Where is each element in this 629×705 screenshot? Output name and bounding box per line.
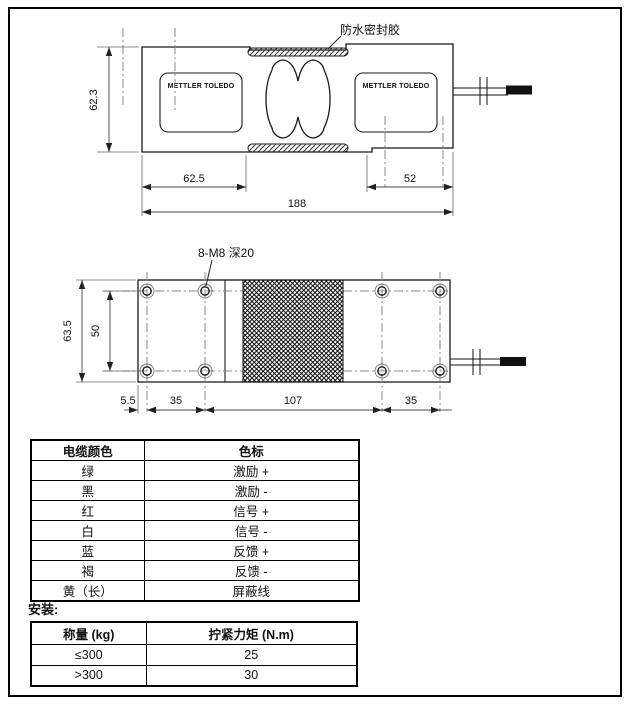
dim-top-pitch-right: 35: [405, 395, 417, 407]
holes-leader-line: [205, 259, 213, 287]
dim-top-height: 63.5: [62, 320, 74, 341]
table-cell: ≤300: [30, 643, 147, 666]
bolt-hole: [432, 363, 448, 379]
side-dimensions: [97, 35, 454, 216]
bolt-hole: [197, 363, 213, 379]
install-section-title: 安装:: [28, 602, 59, 617]
dim-top-holerows: 50: [90, 325, 102, 337]
cable-color-table: 电缆颜色 色标 绿 激励 + 黑 激励 - 红 信号 + 白 信号 - 蓝 反馈…: [30, 439, 360, 602]
cable-tip: [506, 85, 532, 95]
capacity-header: 称量 (kg): [30, 621, 147, 645]
cable-tip: [500, 357, 526, 366]
table-cell: 蓝: [30, 540, 145, 561]
binocular-cutout: [265, 59, 331, 139]
table-cell: 信号 +: [143, 500, 360, 521]
table-row: 白 信号 -: [30, 520, 360, 541]
color-code-header: 色标: [143, 439, 360, 461]
table-cell: 信号 -: [143, 520, 360, 541]
dim-top-edge: 5.5: [120, 395, 135, 407]
table-cell: 屏蔽线: [143, 580, 360, 602]
dim-side-right: 52: [404, 173, 416, 185]
table-row: 黄（长） 屏蔽线: [30, 580, 360, 602]
torque-header: 拧紧力矩 (N.m): [145, 621, 358, 645]
crosshatch-block: [242, 279, 344, 383]
top-dimensions: [76, 259, 452, 414]
holes-label: 8-M8 深20: [198, 246, 254, 260]
bolt-hole: [374, 363, 390, 379]
top-view: 63.5 50 5.5 35 107 35 8-M8 深20: [62, 246, 526, 414]
sealant-leader-line: [327, 35, 342, 50]
brand-label-left: METTLER TOLEDO: [168, 83, 235, 90]
table-cell: 激励 -: [143, 480, 360, 501]
torque-table: 称量 (kg) 拧紧力矩 (N.m) ≤300 25 >300 30: [30, 621, 358, 687]
sealant-label: 防水密封胶: [340, 22, 400, 37]
top-cable: [450, 349, 526, 375]
dim-top-pitch-left: 35: [170, 395, 182, 407]
table-cell: 反馈 +: [143, 540, 360, 561]
bolt-hole: [374, 283, 390, 299]
table-cell: 反馈 -: [143, 560, 360, 581]
cable-color-header: 电缆颜色: [30, 439, 145, 461]
bolt-hole: [197, 283, 213, 299]
dim-side-left: 62.5: [183, 173, 204, 185]
side-view: METTLER TOLEDO METTLER TOLEDO: [88, 22, 532, 216]
table-cell: 激励 +: [143, 460, 360, 481]
table-cell: 黑: [30, 480, 145, 501]
sealant-strip-bottom: [247, 143, 349, 153]
table-cell: 红: [30, 500, 145, 521]
brand-plate-left: [159, 72, 243, 133]
sealant-strip-top: [247, 47, 349, 57]
side-centerlines: [122, 28, 444, 187]
loadcell-technical-drawing: METTLER TOLEDO METTLER TOLEDO: [62, 22, 532, 414]
table-row: 黑 激励 -: [30, 480, 360, 501]
dim-side-total: 188: [288, 198, 306, 210]
table-cell: 黄（长）: [30, 580, 145, 602]
table-cell: 30: [145, 664, 358, 687]
dim-side-height: 62.3: [88, 89, 100, 110]
table-cell: 25: [145, 643, 358, 666]
table-header-row: 称量 (kg) 拧紧力矩 (N.m): [30, 621, 358, 645]
table-row: 褐 反馈 -: [30, 560, 360, 581]
bolt-hole: [432, 283, 448, 299]
table-cell: 褐: [30, 560, 145, 581]
dim-top-center: 107: [284, 395, 302, 407]
table-row: ≤300 25: [30, 643, 358, 666]
table-cell: 白: [30, 520, 145, 541]
table-row: 蓝 反馈 +: [30, 540, 360, 561]
table-row: 绿 激励 +: [30, 460, 360, 481]
brand-label-right: METTLER TOLEDO: [363, 83, 430, 90]
table-cell: >300: [30, 664, 147, 687]
table-row: 红 信号 +: [30, 500, 360, 521]
table-row: >300 30: [30, 664, 358, 687]
brand-plate-right: [354, 72, 438, 133]
table-header-row: 电缆颜色 色标: [30, 439, 360, 461]
side-cable: [453, 77, 532, 105]
table-cell: 绿: [30, 460, 145, 481]
